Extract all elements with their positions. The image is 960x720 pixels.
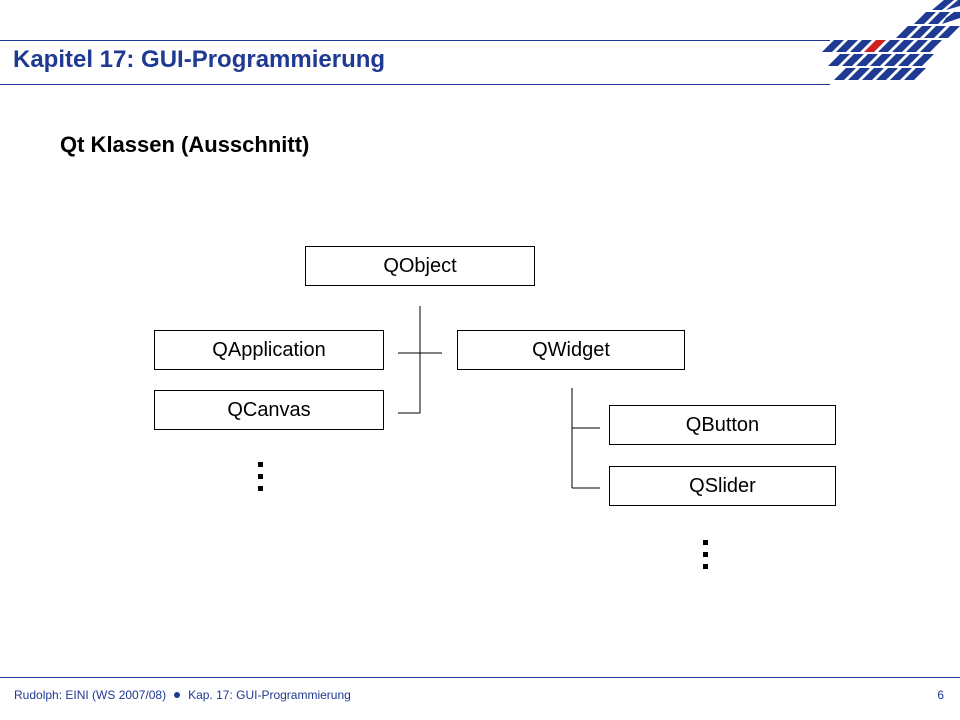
footer-chapter: Kap. 17: GUI-Programmierung xyxy=(188,688,351,702)
chapter-title: Kapitel 17: GUI-Programmierung xyxy=(13,46,386,73)
class-box-qslider: QSlider xyxy=(609,466,836,506)
class-label: QSlider xyxy=(689,474,756,497)
header-rule-bottom xyxy=(0,84,830,85)
class-label: QButton xyxy=(685,413,760,436)
vertical-ellipsis-left xyxy=(255,462,265,498)
class-box-qapplication: QApplication xyxy=(154,330,384,370)
class-box-qwidget: QWidget xyxy=(457,330,685,370)
class-box-qobject: QObject xyxy=(305,246,535,286)
footer-rule xyxy=(0,677,960,678)
class-label: QApplication xyxy=(212,338,326,361)
class-label: QObject xyxy=(383,254,457,277)
footer-course: Rudolph: EINI (WS 2007/08) xyxy=(14,688,167,702)
vertical-ellipsis-right xyxy=(700,540,710,576)
bullet-icon xyxy=(174,692,181,699)
class-label: QCanvas xyxy=(227,398,311,421)
page-number: 6 xyxy=(937,688,944,702)
header-rule-top xyxy=(0,40,830,41)
class-label: QWidget xyxy=(532,338,610,361)
university-logo xyxy=(822,0,960,80)
class-box-qcanvas: QCanvas xyxy=(154,390,384,430)
slide-heading: Qt Klassen (Ausschnitt) xyxy=(60,132,310,157)
class-box-qbutton: QButton xyxy=(609,405,836,445)
footer-text: Rudolph: EINI (WS 2007/08) Kap. 17: GUI-P… xyxy=(14,688,351,702)
